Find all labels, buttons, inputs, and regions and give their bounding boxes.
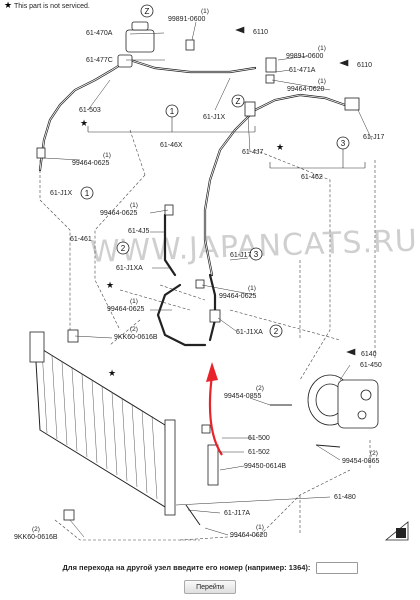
part-label: 61-J1X bbox=[203, 114, 226, 121]
part-label: 99464-0625 bbox=[219, 293, 256, 300]
callout-2: 2 bbox=[121, 244, 126, 253]
callout-1: 1 bbox=[170, 107, 175, 116]
callout-3: 3 bbox=[341, 139, 346, 148]
part-label: 9KK60-0616B bbox=[14, 534, 58, 541]
part-label: 61-503 bbox=[79, 107, 101, 114]
part-label: 61-480 bbox=[334, 494, 356, 501]
callout-3: 3 bbox=[254, 250, 259, 259]
part-label: 99454-0865 bbox=[342, 458, 379, 465]
star-icon: ★ bbox=[80, 118, 88, 128]
qty-label: (1) bbox=[130, 298, 138, 305]
qty-label: (1) bbox=[256, 524, 264, 531]
part-label: 99464-0620 bbox=[287, 86, 324, 93]
part-label: 61-471A bbox=[289, 67, 316, 74]
part-label: 99464-0625 bbox=[100, 210, 137, 217]
qty-label: (1) bbox=[318, 45, 326, 52]
go-button[interactable]: Перейти bbox=[184, 580, 236, 594]
qty-label: (1) bbox=[103, 152, 111, 159]
node-jump-prompt: Для перехода на другой узел введите его … bbox=[62, 562, 311, 572]
part-label: 6110 bbox=[253, 29, 268, 36]
part-label: 61-462 bbox=[301, 174, 323, 181]
part-label: 9KK60-0616B bbox=[114, 334, 158, 341]
node-number-input[interactable] bbox=[315, 562, 358, 574]
page-corner-icon bbox=[384, 521, 409, 541]
qty-label: (1) bbox=[318, 78, 326, 85]
red-arrow-icon bbox=[206, 362, 223, 456]
part-label: 6140 bbox=[361, 351, 377, 358]
qty-label: (1) bbox=[130, 202, 138, 209]
part-label: 99891-0600 bbox=[168, 16, 205, 23]
qty-label: (1) bbox=[201, 8, 209, 15]
part-label: 61-477C bbox=[86, 57, 113, 64]
qty-label: (2) bbox=[130, 326, 138, 333]
part-label: 99891-0600 bbox=[286, 53, 323, 60]
parts-diagram: ★ This part is not serviced. WWW.JAPANCA… bbox=[4, 0, 418, 541]
callout-z: Z bbox=[236, 97, 241, 106]
part-label: 99450-0614B bbox=[244, 463, 286, 470]
compressor-drawing bbox=[307, 374, 379, 429]
qty-label: (2) bbox=[256, 385, 264, 392]
qty-label: (2) bbox=[370, 450, 378, 457]
part-label: 61-J17A bbox=[224, 510, 250, 517]
legend-note: This part is not serviced. bbox=[14, 3, 90, 10]
star-icon: ★ bbox=[4, 0, 12, 10]
part-label: 99464-0625 bbox=[107, 306, 144, 313]
star-icon: ★ bbox=[276, 142, 284, 152]
part-label: 61-461 bbox=[70, 236, 92, 243]
footer: Для перехода на другой узел введите его … bbox=[0, 556, 420, 600]
qty-label: (1) bbox=[248, 285, 256, 292]
node-jump-row: Для перехода на другой узел введите его … bbox=[0, 562, 420, 574]
callout-2: 2 bbox=[274, 327, 279, 336]
condenser-drawing bbox=[29, 331, 176, 516]
star-icon: ★ bbox=[106, 280, 114, 290]
part-label: 6110 bbox=[357, 62, 372, 69]
part-label: 99454-0855 bbox=[224, 393, 261, 400]
part-label: 61-500 bbox=[248, 435, 270, 442]
part-label: 61-46X bbox=[160, 142, 183, 149]
qty-label: (2) bbox=[32, 526, 40, 533]
part-label: 61-J17 bbox=[363, 134, 385, 141]
part-label: 61-4J5 bbox=[128, 228, 150, 235]
part-label: 61-J1XA bbox=[236, 329, 263, 336]
callout-z: Z bbox=[145, 7, 150, 16]
part-label: 61-J1X bbox=[50, 190, 73, 197]
star-icon: ★ bbox=[108, 368, 116, 378]
part-label: 61-4J7 bbox=[242, 149, 264, 156]
callout-1: 1 bbox=[85, 189, 90, 198]
part-label: 99464-0620 bbox=[230, 532, 267, 539]
part-label: 61-502 bbox=[248, 449, 270, 456]
part-label: 61-470A bbox=[86, 30, 113, 37]
part-label: 61-450 bbox=[360, 362, 382, 369]
part-label: 61-J1XA bbox=[116, 265, 143, 272]
part-label: 61-J17 bbox=[230, 252, 252, 259]
part-label: 99464-0625 bbox=[72, 160, 109, 167]
